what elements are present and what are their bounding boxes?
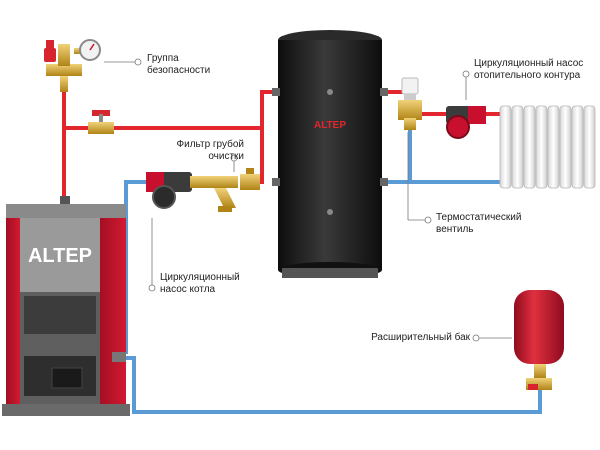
tank-brand-logo: ALTEP [314, 120, 346, 131]
label-filter-line2: очистки [208, 151, 244, 162]
solid-fuel-boiler [2, 196, 130, 416]
ball-valve-icon [88, 110, 114, 134]
radiator-section [511, 105, 524, 189]
label-boiler-pump-line2: насос котла [160, 284, 216, 295]
pressure-gauge-icon [74, 39, 101, 61]
thermostat-head-icon [401, 77, 419, 100]
radiator-section [571, 105, 584, 189]
label-boiler-pump-line1: Циркуляционный [160, 272, 240, 283]
label-thermo-valve-line2: вентиль [436, 224, 474, 235]
label-safety-group-line1: Группа [147, 53, 179, 64]
label-filter-line1: Фильтр грубой [176, 139, 244, 150]
radiator-icon [499, 105, 596, 189]
radiator-section [547, 105, 560, 189]
boiler-circulation-pump [146, 172, 204, 209]
radiator-section [559, 105, 572, 189]
label-safety-group: Группа безопасности [147, 53, 210, 77]
radiator-section [583, 105, 596, 189]
heating-circulation-pump [446, 106, 486, 139]
label-safety-group-line2: безопасности [147, 65, 211, 76]
label-heating-pump: Циркуляционный насос отопительного конту… [474, 58, 583, 82]
radiator-section [523, 105, 536, 189]
boiler-brand-logo: ALTEP [28, 245, 92, 267]
expansion-tank [514, 290, 564, 390]
label-heating-pump-line2: отопительного контура [474, 70, 581, 81]
label-boiler-pump: Циркуляционный насос котла [160, 272, 240, 296]
leader-lines [104, 58, 512, 342]
label-expansion-tank-line1: Расширительный бак [371, 332, 470, 343]
safety-group [44, 40, 82, 92]
thermostatic-valve [398, 100, 422, 130]
filter-icon [204, 176, 238, 212]
radiator-section [535, 105, 548, 189]
label-heating-pump-line1: Циркуляционный насос [474, 58, 584, 69]
check-valve [240, 168, 260, 190]
label-expansion-tank: Расширительный бак [340, 332, 470, 344]
buffer-tank [272, 30, 388, 278]
label-thermo-valve-line1: Термостатический [436, 212, 522, 223]
label-filter: Фильтр грубой очистки [148, 139, 244, 163]
label-thermo-valve: Термостатический вентиль [436, 212, 521, 236]
radiator-section [499, 105, 512, 189]
